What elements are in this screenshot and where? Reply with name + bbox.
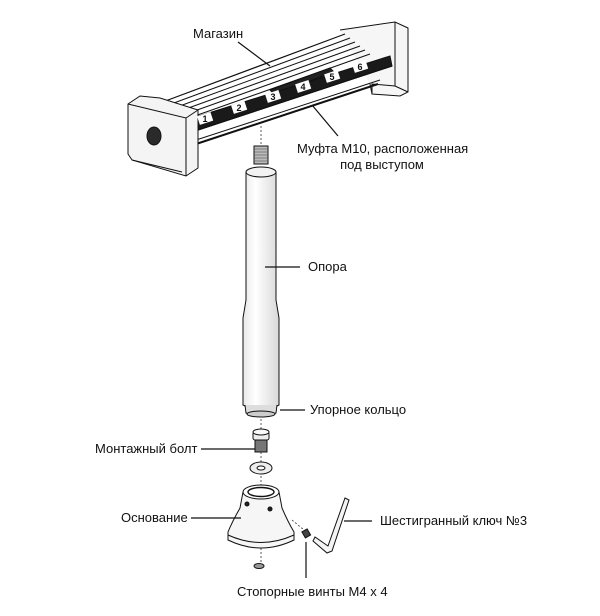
- svg-text:3: 3: [270, 92, 275, 102]
- label-set-screws: Стопорные винты М4 х 4: [237, 584, 388, 599]
- label-mount-bolt: Монтажный болт: [95, 441, 198, 456]
- slot-4: 4: [295, 80, 312, 93]
- slot-3: 3: [265, 90, 282, 103]
- magazine-slots: 1 2 3 4 5 6: [197, 60, 369, 125]
- label-coupling-line2: под выступом: [340, 157, 424, 172]
- hex-key-drawing: [312, 497, 350, 554]
- label-coupling-line1: Муфта М10, расположенная: [297, 141, 469, 156]
- leader-lines: [191, 41, 372, 578]
- label-support: Опора: [308, 259, 347, 274]
- label-base: Основание: [121, 510, 188, 525]
- svg-text:5: 5: [329, 72, 334, 82]
- svg-text:2: 2: [236, 103, 241, 113]
- set-screw-drawing: [301, 528, 312, 539]
- label-stop-ring: Упорное кольцо: [310, 402, 407, 417]
- support-drawing: [242, 145, 280, 418]
- svg-text:4: 4: [300, 82, 305, 92]
- label-magazine: Магазин: [193, 26, 244, 41]
- mount-bolt-drawing: [252, 428, 270, 453]
- washer-drawing: [249, 461, 273, 475]
- svg-text:1: 1: [202, 114, 207, 124]
- base-drawing: [227, 484, 295, 569]
- label-coupling: Муфта М10, расположенная под выступом: [297, 141, 469, 173]
- slot-2: 2: [231, 101, 248, 114]
- slot-6: 6: [352, 60, 369, 73]
- slot-5: 5: [324, 70, 341, 83]
- label-hex-key: Шестигранный ключ №3: [380, 513, 528, 528]
- svg-text:6: 6: [357, 62, 362, 72]
- slot-1: 1: [197, 112, 214, 125]
